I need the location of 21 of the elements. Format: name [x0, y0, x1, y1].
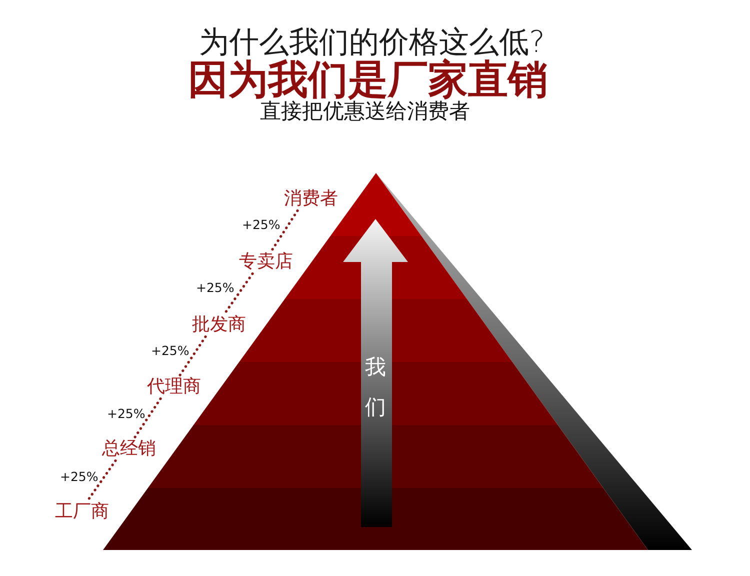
edge-label: +25%: [242, 218, 280, 232]
title: 为什么我们的价格这么低?: [199, 28, 545, 58]
subtitle: 直接把优惠送给消费者: [260, 101, 470, 122]
up-arrow: [343, 219, 408, 527]
channel-label: 代理商: [147, 377, 201, 398]
channel-label: 专卖店: [239, 252, 293, 273]
channel-label: 消费者: [284, 189, 338, 210]
dotted-line: [133, 397, 162, 440]
dotted-line: [223, 272, 254, 316]
channel-label: 批发商: [192, 315, 246, 336]
slogan-heading: 因为我们是厂家直销: [188, 60, 548, 100]
dotted-line: [270, 209, 299, 252]
arrow-label: 我们: [364, 354, 386, 421]
channel-label: 工厂商: [55, 502, 109, 523]
dotted-line: [86, 459, 117, 502]
dotted-line: [178, 335, 207, 378]
edge-label: +25%: [107, 407, 146, 422]
edge-label: +25%: [151, 344, 190, 358]
edge-label: +25%: [60, 470, 98, 484]
edge-label: +25%: [196, 281, 234, 296]
channel-label: 总经销: [102, 439, 156, 460]
